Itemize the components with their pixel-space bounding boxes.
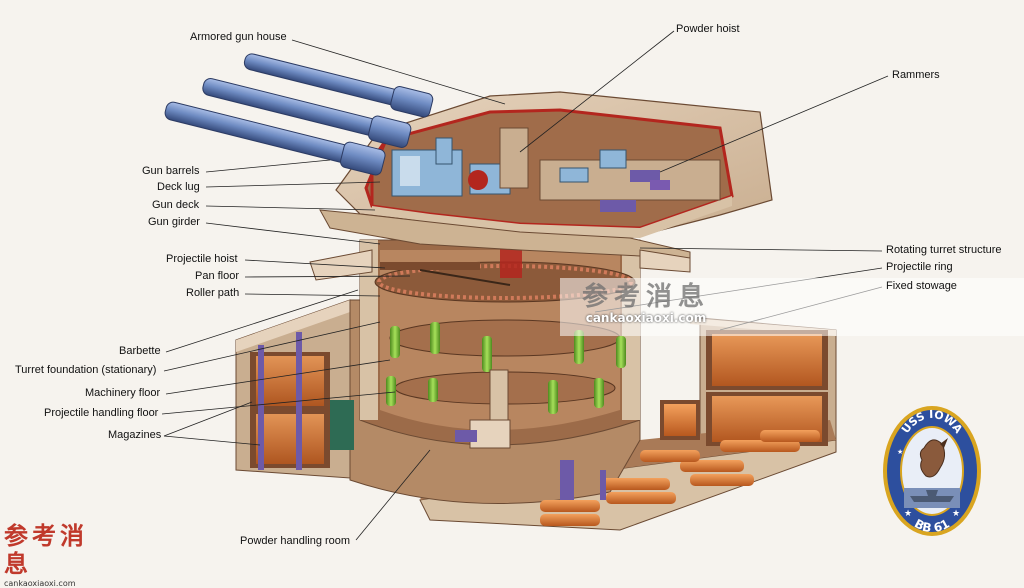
- label-powder-handling-room: Powder handling room: [240, 535, 351, 547]
- upper-platforms: [309, 249, 691, 286]
- watermark-center: 参考消息 cankaoxiaoxi.com: [566, 283, 726, 325]
- powder-bags-floor: [540, 430, 820, 526]
- leader-lines: [161, 30, 889, 541]
- turret-cutaway-diagram: 参考消息 cankaoxiaoxi.com Armored gun house …: [4, 23, 1024, 588]
- label-deck-lug: Deck lug: [157, 181, 200, 193]
- watermark-center-url: cankaoxiaoxi.com: [585, 311, 707, 325]
- label-armored-gun-house: Armored gun house: [190, 31, 287, 43]
- label-machinery-floor: Machinery floor: [85, 387, 161, 399]
- label-fixed-stowage: Fixed stowage: [886, 280, 957, 292]
- label-pan-floor: Pan floor: [195, 270, 240, 282]
- turret-illustration: [161, 30, 889, 541]
- watermark-corner: 参考消息 cankaoxiaoxi.com: [4, 522, 108, 588]
- magazine-right: [660, 330, 828, 446]
- uss-iowa-seal: ★ ★ ★ USS IOWA BB 61: [883, 406, 981, 536]
- label-rotating-turret-structure: Rotating turret structure: [886, 244, 1002, 256]
- magazine-left: [250, 332, 354, 470]
- seal-star-top: ★: [897, 448, 903, 456]
- gun-barrels: [164, 53, 434, 176]
- label-gun-deck: Gun deck: [152, 199, 200, 211]
- label-gun-girder: Gun girder: [148, 216, 200, 228]
- label-projectile-ring: Projectile ring: [886, 261, 953, 273]
- label-roller-path: Roller path: [186, 287, 240, 299]
- label-gun-barrels: Gun barrels: [142, 165, 200, 177]
- label-turret-foundation: Turret foundation (stationary): [15, 364, 157, 376]
- label-powder-hoist: Powder hoist: [676, 23, 740, 35]
- watermark-center-cn: 参考消息: [581, 282, 710, 312]
- label-barbette: Barbette: [119, 345, 161, 357]
- label-rammers: Rammers: [892, 69, 940, 81]
- watermark-band: [560, 278, 1024, 336]
- seal-star-right: ★: [952, 509, 960, 519]
- seal-star-left: ★: [904, 509, 912, 519]
- seal-bottom-text: BB 61: [912, 516, 952, 535]
- projectiles: [386, 322, 626, 414]
- label-magazines: Magazines: [108, 429, 162, 441]
- label-projectile-hoist: Projectile hoist: [166, 253, 238, 265]
- watermark-corner-cn: 参考消息: [4, 521, 88, 578]
- watermark-corner-url: cankaoxiaoxi.com: [4, 579, 76, 588]
- label-projectile-handling-floor: Projectile handling floor: [44, 407, 159, 419]
